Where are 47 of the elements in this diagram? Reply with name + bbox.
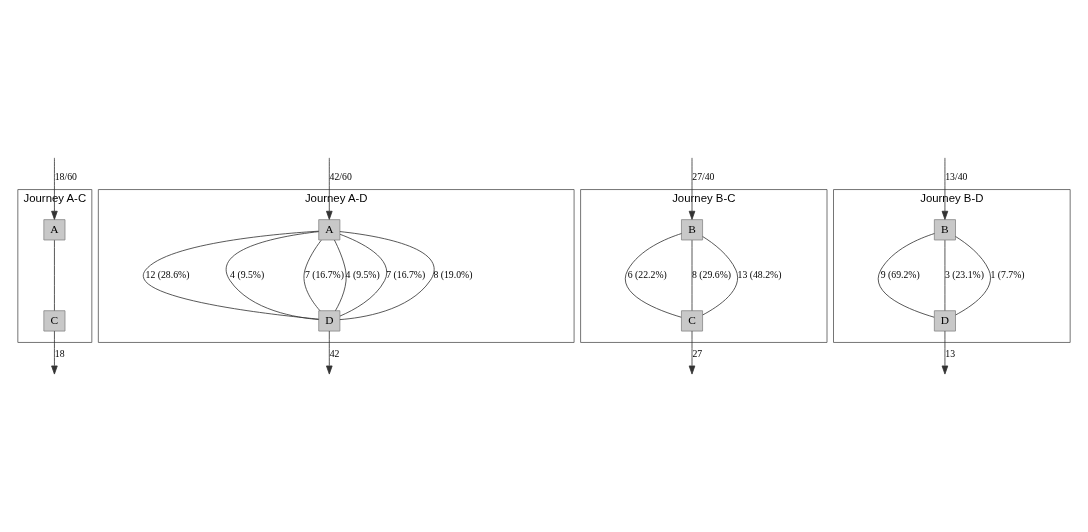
node-box: C [681, 310, 703, 332]
edge-label: 3 (23.1%) [944, 268, 984, 280]
connector [955, 236, 991, 316]
edge-label: 8 (29.6%) [692, 268, 732, 280]
connector [878, 233, 935, 318]
edge-label: 9 (69.2%) [880, 268, 920, 280]
edge-label: 42 [329, 347, 340, 359]
node-box: A [43, 219, 66, 241]
arrow [688, 157, 696, 220]
edge-label: 18/60 [54, 171, 77, 183]
connector [625, 233, 682, 318]
connector [54, 239, 55, 311]
arrow [941, 157, 949, 220]
node-box: A [318, 219, 341, 241]
connector [334, 239, 347, 312]
connector [303, 239, 322, 311]
arrow [941, 330, 949, 375]
edge-label: 27 [692, 347, 703, 359]
connector [142, 230, 320, 320]
arrow [51, 157, 58, 220]
edge-label: 4 (9.5%) [345, 268, 380, 280]
edge-label: 12 (28.6%) [145, 268, 190, 280]
connector [339, 233, 387, 317]
node-box: D [933, 310, 956, 332]
edge-label: 13 [945, 347, 956, 359]
edge-label: 6 (22.2%) [627, 268, 667, 280]
connector [702, 236, 738, 316]
node-box: B [933, 219, 956, 241]
edge-label: 13 (48.2%) [737, 268, 782, 280]
edge-label: 13/40 [945, 171, 968, 183]
edge-label: 7 (16.7%) [386, 268, 426, 280]
edge-label: 27/40 [692, 171, 715, 183]
arrow [51, 330, 58, 375]
connector [339, 231, 435, 320]
connector [226, 231, 320, 320]
edge-label: 1 (7.7%) [990, 268, 1025, 280]
arrow [326, 157, 333, 220]
edge-label: 18 [54, 347, 65, 359]
node-box: D [318, 310, 341, 332]
edge-label: 4 (9.5%) [230, 268, 265, 280]
edge-label: 7 (16.7%) [304, 268, 344, 280]
node-box: C [43, 310, 66, 332]
arrow [326, 330, 333, 375]
edge-label: 8 (19.0%) [433, 268, 473, 280]
arrow [688, 330, 696, 375]
edge-label: 42/60 [329, 171, 352, 183]
node-box: B [681, 219, 703, 241]
